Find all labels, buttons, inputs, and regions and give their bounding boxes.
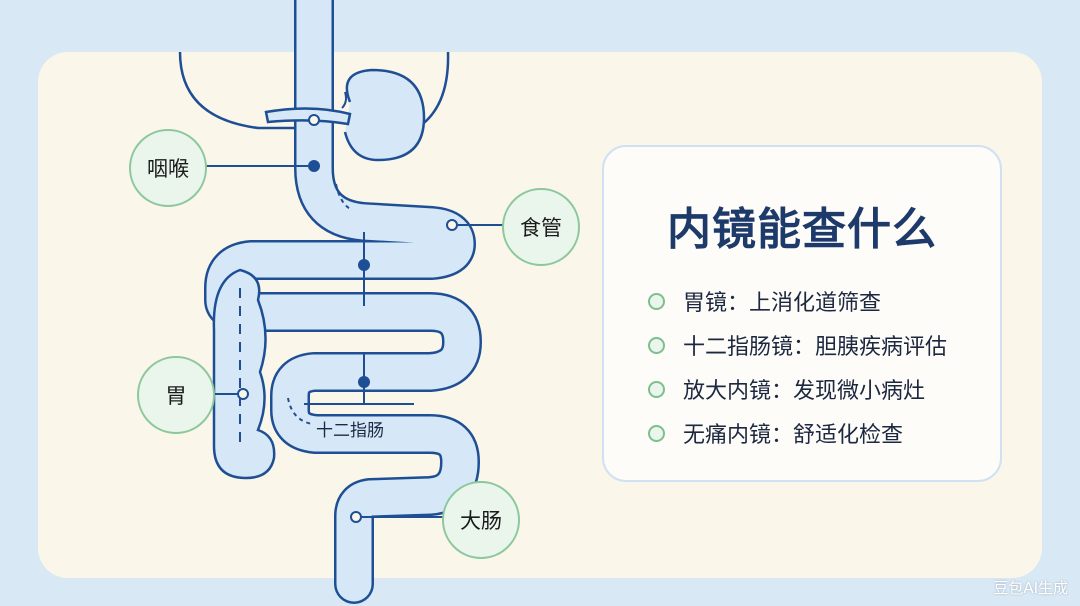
- mouth-cavity: [343, 68, 426, 162]
- list-item-text: 放大内镜：发现微小病灶: [683, 379, 926, 404]
- list-item: 放大内镜：发现微小病灶: [648, 367, 947, 411]
- panel-list: 胃镜：上消化道筛查 十二指肠镜：胆胰疾病评估 放大内镜：发现微小病灶 无痛内镜：…: [648, 279, 947, 455]
- bullet-dot-icon: [648, 424, 665, 442]
- marker-filled-mid: [358, 259, 370, 271]
- bullet-dot-icon: [648, 380, 665, 398]
- dashed-guide-esophagus: [335, 183, 353, 211]
- tongue-line: [341, 91, 347, 109]
- marker-open-throat: [308, 114, 320, 126]
- throat-collar: [264, 107, 352, 126]
- bullet-dot-icon: [648, 292, 665, 310]
- list-item: 胃镜：上消化道筛查: [648, 279, 947, 323]
- watermark: 豆包AI生成: [993, 579, 1068, 597]
- label-esophagus: 食管: [502, 188, 580, 266]
- digestive-tract-lumen: [206, 0, 480, 602]
- marker-open-colon: [350, 511, 362, 523]
- list-item: 十二指肠镜：胆胰疾病评估: [648, 323, 947, 367]
- label-large-intestine: 大肠: [442, 481, 520, 559]
- marker-filled-lower: [358, 376, 370, 388]
- info-panel: 内镜能查什么 胃镜：上消化道筛查 十二指肠镜：胆胰疾病评估 放大内镜：发现微小病…: [602, 145, 1002, 482]
- panel-title: 内镜能查什么: [667, 204, 937, 255]
- list-item: 无痛内镜：舒适化检查: [648, 411, 947, 455]
- list-item-text: 胃镜：上消化道筛查: [683, 291, 882, 316]
- list-item-text: 无痛内镜：舒适化检查: [683, 423, 904, 448]
- dashed-guide-duodenum: [287, 397, 313, 425]
- marker-open-stomach: [237, 388, 249, 400]
- stomach-body: [212, 268, 276, 480]
- marker-open-esophagus: [446, 219, 458, 231]
- label-pharynx: 咽喉: [129, 129, 207, 207]
- bullet-dot-icon: [648, 336, 665, 354]
- label-duodenum: 十二指肠: [316, 421, 384, 441]
- label-stomach: 胃: [137, 356, 215, 434]
- marker-filled-pharynx: [308, 160, 320, 172]
- head-outline: [178, 51, 300, 130]
- list-item-text: 十二指肠镜：胆胰疾病评估: [683, 335, 948, 360]
